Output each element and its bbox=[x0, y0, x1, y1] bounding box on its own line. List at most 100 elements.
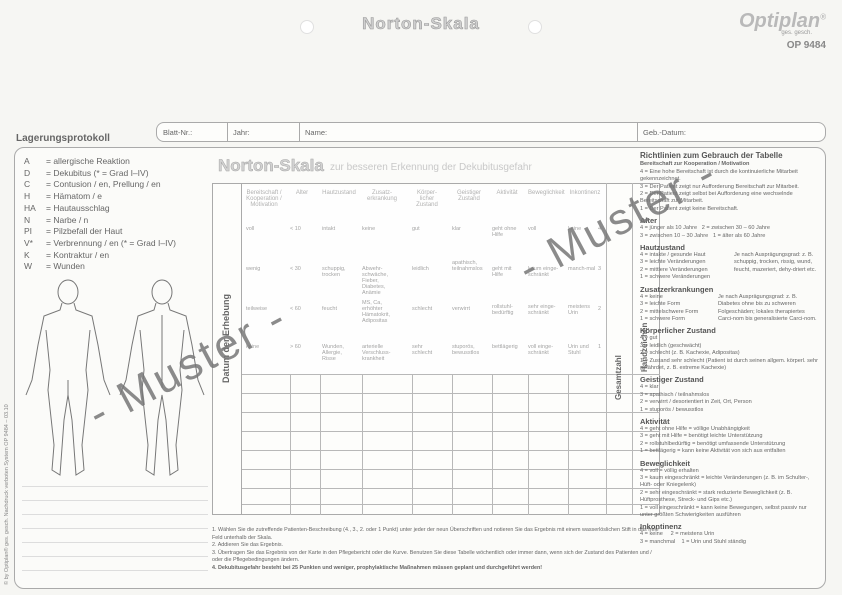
column-header: Körper-licher Zustand bbox=[416, 190, 438, 208]
table-cell: meistens Urin bbox=[568, 304, 591, 316]
table-cell: geht ohne Hilfe bbox=[492, 226, 517, 238]
guideline-item: 3 = Der Patient zeigt nur Aufforderung B… bbox=[640, 183, 799, 190]
guideline-heading: Beweglichkeit bbox=[640, 458, 691, 468]
table-cell: keine bbox=[568, 226, 582, 232]
table-cell: apathisch, teilnahmslos bbox=[452, 260, 483, 272]
guideline-item: 3 = apathisch / teilnahmslos bbox=[640, 391, 710, 398]
table-cell: manch-mal bbox=[568, 266, 596, 272]
table-cell: < 30 bbox=[290, 266, 301, 272]
page-title: Norton-Skala bbox=[362, 14, 480, 34]
table-cell: sehr einge-schränkt bbox=[528, 304, 556, 316]
guideline-item: 2 = mittlere Veränderungen bbox=[640, 266, 708, 273]
table-cell: voll bbox=[246, 226, 255, 232]
guideline-item: 4 = intakte / gesunde Haut bbox=[640, 252, 706, 259]
table-cell: arterielle Verschluss-krankheit bbox=[362, 344, 391, 362]
guideline-item: 3 = leichte Form bbox=[640, 301, 681, 308]
table-cell: keine bbox=[362, 226, 376, 232]
guideline-item: 2 = mittelschwere Form bbox=[640, 308, 699, 315]
table-cell: voll bbox=[528, 226, 537, 232]
brand-subtitle: ges. gesch. bbox=[781, 30, 812, 36]
table-cell: sehr schlecht bbox=[412, 344, 433, 356]
scale-subtitle: zur besseren Erkennung der Dekubitusgefa… bbox=[330, 162, 532, 173]
column-header: Hautzustand bbox=[322, 190, 356, 196]
table-cell: keine bbox=[246, 344, 260, 350]
product-code: OP 9484 bbox=[786, 40, 826, 51]
guideline-item: 4 = Eine hohe Bereitschaft ist durch die… bbox=[640, 168, 798, 183]
criteria-table: Bereitschaft / Kooperation / Motivation … bbox=[242, 186, 606, 374]
table-cell: < 60 bbox=[290, 306, 301, 312]
body-diagram[interactable] bbox=[20, 270, 210, 480]
guideline-heading: Zusatzerkrankungen bbox=[640, 284, 714, 294]
guideline-item: 4 = keine 2 = meistens Urin bbox=[640, 531, 715, 538]
guideline-note: Je nach Ausprägungsgrad: z. B. Diabetes … bbox=[718, 293, 817, 322]
table-cell: teilweise bbox=[246, 306, 268, 312]
total-label: Gesamtzahl bbox=[614, 355, 623, 400]
sheet-number-field[interactable]: Blatt-Nr.: bbox=[163, 128, 193, 137]
guideline-item: 4 = jünger als 10 Jahre 2 = zwischen 30 … bbox=[640, 225, 771, 232]
guideline-item: 3 = kaum eingeschränkt = leichte Verände… bbox=[640, 475, 810, 489]
legend-item: HA= Hautausschlag bbox=[24, 202, 110, 213]
guideline-heading: Geistiger Zustand bbox=[640, 375, 704, 385]
table-cell: feucht bbox=[322, 306, 337, 312]
table-cell: Urin und Stuhl bbox=[568, 344, 589, 356]
legend-item: N= Narbe / n bbox=[24, 214, 89, 225]
instructions: 1. Wählen Sie die zutreffende Patienten-… bbox=[212, 527, 662, 573]
guideline-item: 3 = zwischen 10 – 30 Jahre 1 = älter als… bbox=[640, 232, 766, 239]
birthdate-field[interactable]: Geb.-Datum: bbox=[643, 128, 686, 137]
legend-item: C= Contusion / en, Prellung / en bbox=[24, 179, 161, 190]
table-cell: > 60 bbox=[290, 344, 301, 350]
table-cell: geht mit Hilfe bbox=[492, 266, 512, 278]
guideline-item: 2 = Der Patient zeigt selbst bei Aufford… bbox=[640, 191, 793, 205]
guideline-note: Je nach Ausprägungsgrad: z. B. schuppig,… bbox=[734, 252, 817, 273]
guideline-heading: Hautzustand bbox=[640, 243, 685, 253]
legend-item: H= Hämatom / e bbox=[24, 191, 102, 202]
table-cell: klar bbox=[452, 226, 461, 232]
legend-item: K= Kontraktur / en bbox=[24, 249, 110, 260]
guideline-item: 3 = leichte Veränderungen bbox=[640, 259, 706, 266]
table-cell: MS, Ca, erhöhter Hämatokrit, Adipositas bbox=[362, 300, 391, 324]
guideline-item: 4 = geht ohne Hilfe = völlige Unabhängig… bbox=[640, 425, 750, 432]
scale-title: Norton-Skala bbox=[218, 156, 324, 176]
guideline-heading: Inkontinenz bbox=[640, 522, 682, 532]
legend-item: D= Dekubitus (* = Grad I–IV) bbox=[24, 167, 149, 178]
legend-item: W= Wunden bbox=[24, 261, 85, 272]
column-header: Geistiger Zustand bbox=[456, 190, 481, 202]
guideline-heading: Alter bbox=[640, 216, 658, 226]
table-cell: intakt bbox=[322, 226, 336, 232]
copyright-notice: © by Optiplan® ges. gesch. Nachdruck ver… bbox=[4, 404, 10, 585]
table-cell: < 10 bbox=[290, 226, 301, 232]
guideline-item: 1 = Der Patient zeigt keine Bereitschaft… bbox=[640, 205, 739, 212]
table-cell: verwirrt bbox=[452, 306, 471, 312]
guideline-item: 1 = bettlägerig = kann keine Aktivität v… bbox=[640, 448, 786, 455]
row-score: 1 bbox=[598, 344, 602, 350]
guideline-item: 4 = voll = völlig erhalten bbox=[640, 467, 699, 474]
usage-guidelines: Richtlinien zum Gebrauch der Tabelle Ber… bbox=[640, 151, 820, 546]
guideline-item: 1 = schwere Form bbox=[640, 315, 685, 322]
instruction-item: 2. Addieren Sie das Ergebnis. bbox=[212, 542, 284, 549]
row-score: 4 bbox=[598, 226, 602, 232]
punch-hole bbox=[300, 20, 314, 34]
column-header: Aktivität bbox=[496, 190, 518, 196]
date-column: Datum der Erhebung bbox=[212, 183, 242, 515]
column-header: Beweglichkeit bbox=[528, 190, 565, 196]
punch-hole bbox=[528, 20, 542, 34]
guideline-item: 2 = verwirrt / desorientiert in Zeit, Or… bbox=[640, 399, 752, 406]
table-cell: wenig bbox=[246, 266, 261, 272]
guideline-item: 1 = stuporös / bewusstlos bbox=[640, 406, 704, 413]
guidelines-title: Richtlinien zum Gebrauch der Tabelle bbox=[640, 151, 783, 160]
legend-item: PI= Pilzbefall der Haut bbox=[24, 226, 123, 237]
name-field[interactable]: Name: bbox=[305, 128, 328, 137]
guideline-item: 4 = klar bbox=[640, 384, 659, 391]
table-cell: schlecht bbox=[412, 306, 433, 312]
row-score: 3 bbox=[598, 266, 602, 272]
table-cell: kaum einge-schränkt bbox=[528, 266, 559, 278]
table-cell: voll einge-schränkt bbox=[528, 344, 554, 356]
table-cell: Wunden, Allergie, Risse bbox=[322, 344, 344, 362]
year-field[interactable]: Jahr: bbox=[233, 128, 250, 137]
guideline-item: 2 = sehr eingeschränkt = stark reduziert… bbox=[640, 489, 793, 504]
guideline-item: 4 = gut bbox=[640, 335, 658, 342]
guideline-heading: Körperlicher Zustand bbox=[640, 326, 716, 336]
table-cell: schuppig, trocken bbox=[322, 266, 346, 278]
brand-logo: Optiplan® bbox=[738, 10, 826, 32]
column-header: Zusatz-erkrankung bbox=[366, 190, 398, 202]
